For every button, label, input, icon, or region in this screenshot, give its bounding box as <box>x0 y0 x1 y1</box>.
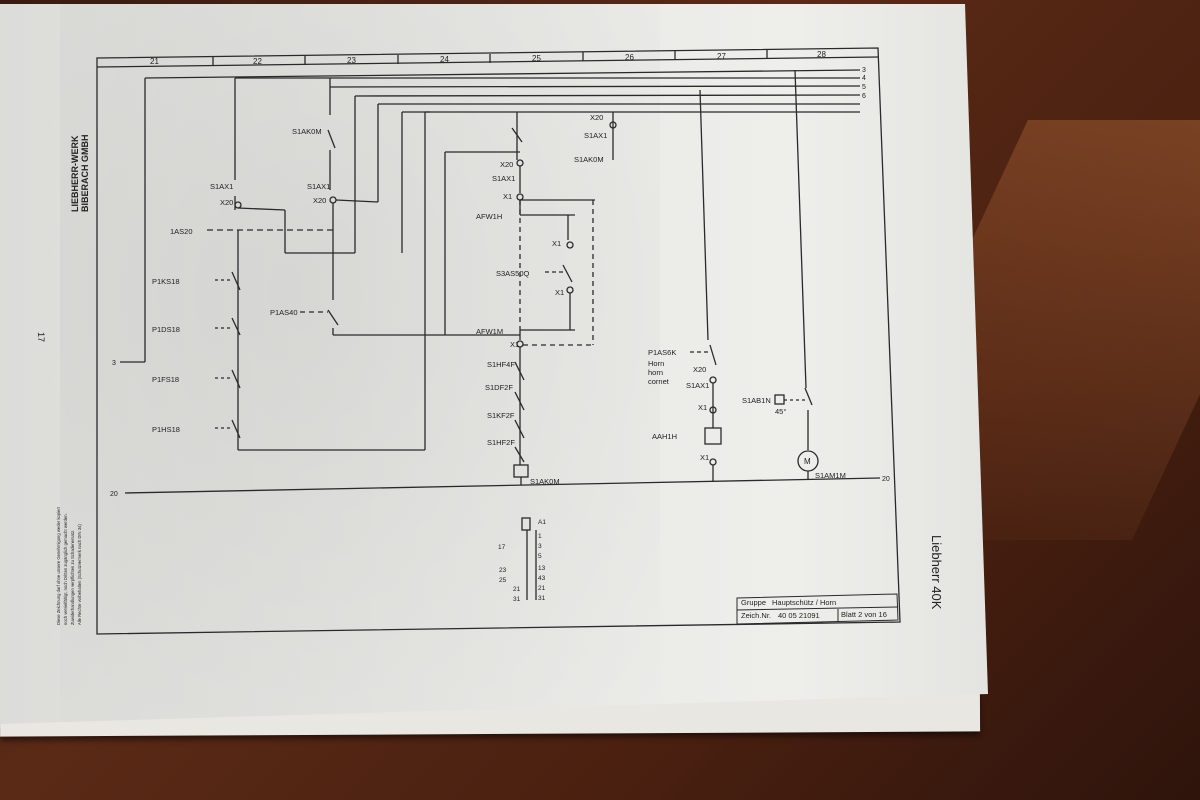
title-block-drawing-label: Zeich.Nr. <box>741 611 771 620</box>
component-label: S1KF2F <box>487 411 515 420</box>
component-label: P1KS18 <box>152 277 180 286</box>
component-label: X1 <box>503 192 512 201</box>
component-label: X1 <box>555 288 564 297</box>
contact-number: 25 <box>499 577 507 584</box>
contact-number: 31 <box>513 596 521 603</box>
margin-note-line: Zuwiderhandlungen verpflichten zu Schade… <box>70 530 75 625</box>
motor-label: M <box>804 457 811 466</box>
component-label: S1AB1N <box>742 396 771 405</box>
title-block-group-label: Gruppe <box>741 598 766 607</box>
bus-label-left: 20 <box>110 491 118 498</box>
component-label: AAH1H <box>652 432 677 441</box>
line-number: 3 <box>862 67 866 74</box>
title-block-drawing-number: 40 05 21091 <box>778 611 820 620</box>
page-number: 17 <box>36 332 46 342</box>
component-label: X1 <box>700 453 709 462</box>
column-number: 22 <box>253 57 262 66</box>
component-label: AFW1M <box>476 327 503 336</box>
component-label: Horn <box>648 359 664 368</box>
component-label: S3AS50Q <box>496 269 530 278</box>
company-name-line1: LIEBHERR-WERK <box>70 135 80 212</box>
component-label: S1HF2F <box>487 438 515 447</box>
contact-number: 21 <box>513 586 521 593</box>
contact-row: 5 <box>538 553 542 560</box>
contact-number: 23 <box>499 567 507 574</box>
component-label: 1AS20 <box>170 227 193 236</box>
component-label: S1HF4F <box>487 360 515 369</box>
column-number: 24 <box>440 55 449 64</box>
component-label: S1DF2F <box>485 383 513 392</box>
component-label: X1 <box>552 239 561 248</box>
component-label: S1AX1 <box>210 182 233 191</box>
title-block-group: Hauptschütz / Horn <box>772 598 836 607</box>
margin-handwritten-note: Liebherr 40K <box>929 535 944 610</box>
column-number: 28 <box>817 50 826 59</box>
schematic-sheet <box>0 4 988 724</box>
component-label: S1AK0M <box>574 155 604 164</box>
component-label: S1AX1 <box>307 182 330 191</box>
component-label: S1AM1M <box>815 471 846 480</box>
component-label: X20 <box>693 365 706 374</box>
component-label: P1AS40 <box>270 308 298 317</box>
component-label: P1AS6K <box>648 348 676 357</box>
component-label: S1AX1 <box>584 131 607 140</box>
contact-row: A1 <box>538 519 546 526</box>
component-label: X1 <box>510 340 519 349</box>
component-label: X20 <box>313 196 326 205</box>
company-name-line2: BIBERACH GMBH <box>80 135 90 213</box>
component-label: P1HS18 <box>152 425 180 434</box>
component-label: S1AX1 <box>686 381 709 390</box>
left-marker: 3 <box>112 360 116 367</box>
component-label: S1AX1 <box>492 174 515 183</box>
column-number: 25 <box>532 54 541 63</box>
bus-label-right: 20 <box>882 476 890 483</box>
line-number: 6 <box>862 93 866 100</box>
component-label: S1AK0M <box>292 127 322 136</box>
component-label: 45° <box>775 407 786 416</box>
component-label: P1DS18 <box>152 325 180 334</box>
margin-note-line: noch vervielfältigt, noch Dritten zugäng… <box>63 513 68 625</box>
contact-number: 17 <box>498 544 506 551</box>
component-label: X1 <box>698 403 707 412</box>
component-label: AFW1H <box>476 212 502 221</box>
component-label: P1FS18 <box>152 375 179 384</box>
contact-row: 43 <box>538 575 546 582</box>
column-number: 21 <box>150 57 159 66</box>
contact-row: 1 <box>538 533 542 540</box>
component-label: X20 <box>220 198 233 207</box>
title-block-sheet: Blatt 2 von 16 <box>841 610 887 619</box>
component-label: S1AK0M <box>530 477 560 486</box>
component-label: horn <box>648 368 663 377</box>
contact-row: 3 <box>538 543 542 550</box>
contact-row: 21 <box>538 585 546 592</box>
column-number: 23 <box>347 56 356 65</box>
column-number: 27 <box>717 52 726 61</box>
component-label: cornet <box>648 377 670 386</box>
margin-note-line: Alle Rechte vorbehalten (Schutzvermerk n… <box>77 524 82 625</box>
margin-note-line: Diese Zeichnung darf ohne unsere Genehmi… <box>56 506 61 625</box>
contact-row: 13 <box>538 565 546 572</box>
line-number: 5 <box>862 84 866 91</box>
component-label: X20 <box>590 113 603 122</box>
column-number: 26 <box>625 53 634 62</box>
component-label: X20 <box>500 160 513 169</box>
contact-row: 31 <box>538 595 546 602</box>
line-number: 4 <box>862 75 866 82</box>
